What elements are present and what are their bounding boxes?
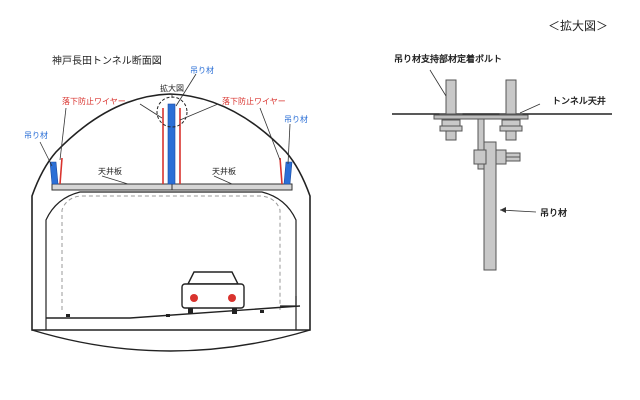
tunnel-ceiling-label: トンネル天井 — [552, 95, 606, 107]
tunnel-cross-section — [31, 93, 311, 352]
left-wire-label: 落下防止ワイヤー — [62, 96, 126, 106]
right-hanger — [283, 161, 293, 185]
clearance-envelope — [61, 195, 281, 310]
road-deck — [46, 305, 301, 319]
connection-bolt — [473, 149, 521, 165]
zoom-label: 拡大図 — [160, 83, 184, 93]
center-hanger-group — [162, 103, 181, 185]
left-hanger — [49, 161, 59, 185]
cross-section-title: 神戸長田トンネル断面図 — [52, 54, 162, 67]
tunnel-invert — [31, 329, 311, 352]
detail-title: ＜拡大図＞ — [548, 19, 608, 33]
car-light-left — [190, 294, 198, 302]
right-wire — [279, 157, 283, 185]
leader-lines — [39, 73, 291, 185]
right-anchor-bolt — [505, 79, 517, 141]
left-anchor-bolt — [445, 79, 457, 141]
right-ceiling-label: 天井板 — [212, 166, 236, 176]
right-hanger-label: 吊り材 — [284, 114, 308, 124]
bolt-label: 吊り材支持部材定着ボルト — [394, 53, 502, 65]
left-wire — [59, 157, 63, 185]
tunnel-outer-lining — [31, 93, 311, 331]
center-hanger — [167, 103, 176, 185]
car-icon — [181, 271, 245, 314]
left-hanger-group — [49, 157, 63, 185]
detail-hanger-label: 吊り材 — [540, 207, 567, 219]
car-light-right — [228, 294, 236, 302]
left-ceiling-label: 天井板 — [98, 166, 122, 176]
right-hanger-group — [279, 157, 293, 185]
tunnel-inner-space — [45, 191, 297, 330]
anchor-bolts — [445, 79, 517, 141]
support-plate — [433, 114, 529, 120]
road-markers — [66, 310, 264, 317]
center-hanger-label: 吊り材 — [190, 65, 214, 75]
right-wire-label: 落下防止ワイヤー — [222, 96, 286, 106]
ceiling-board — [51, 183, 293, 191]
road-edge — [280, 296, 297, 307]
left-hanger-label: 吊り材 — [24, 130, 48, 140]
hanger-member — [483, 141, 497, 271]
hanger-leader-arrow — [500, 207, 506, 213]
